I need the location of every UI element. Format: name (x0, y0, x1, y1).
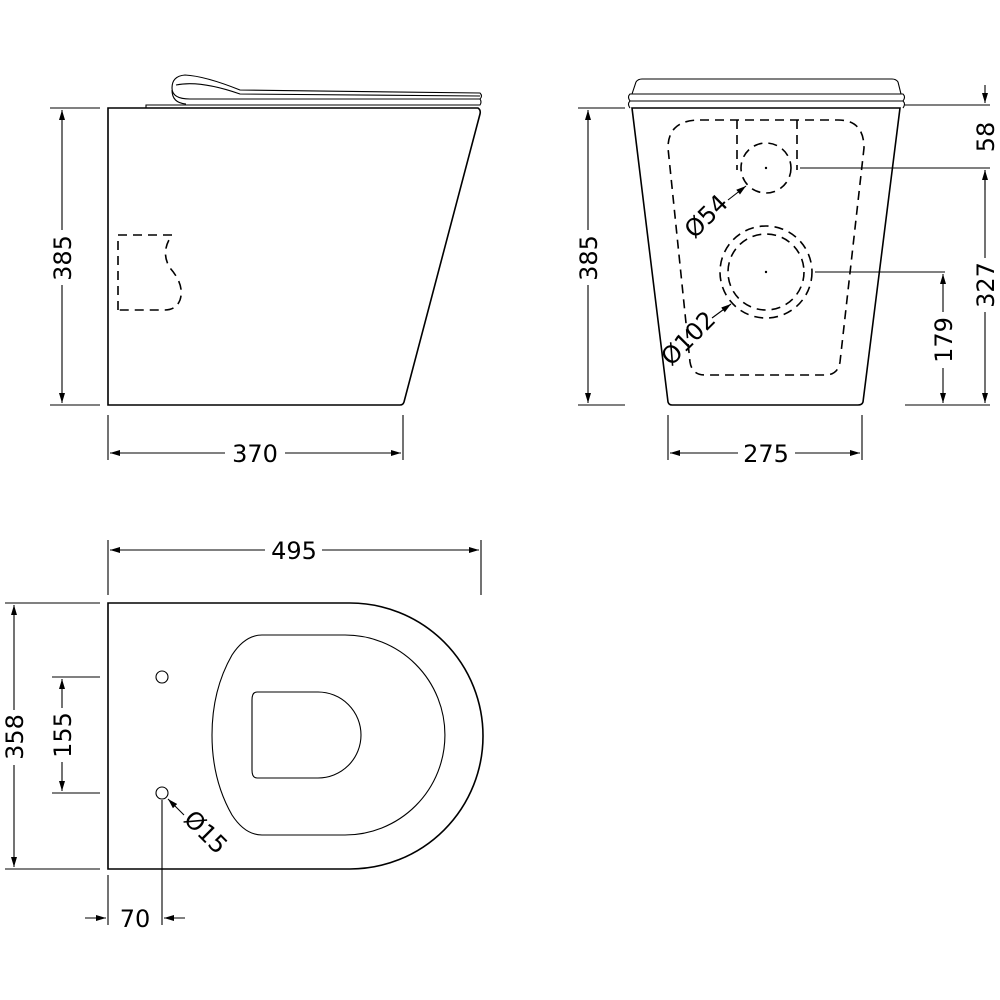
plan-width-dimension: 358 (1, 714, 29, 760)
front-inlet-diameter-label: Ø54 (679, 189, 734, 244)
plan-fixing-offset-dimension: 70 (120, 905, 151, 933)
side-hinge (171, 89, 187, 105)
side-body-outline (107, 107, 482, 406)
plan-seat-outline (211, 634, 446, 836)
fixing-hole-bottom (155, 786, 169, 800)
fixing-hole-top (155, 670, 169, 684)
front-waste-diameter-label: Ø102 (656, 306, 722, 372)
front-body-outline (631, 107, 901, 406)
front-waste-height-dimension: 179 (930, 317, 958, 363)
plan-view: 495 358 155 70 Ø15 (1, 537, 484, 933)
front-waste-outer-circle (719, 225, 813, 319)
side-view: 385 370 (49, 74, 483, 468)
plan-fixing-hole-label: Ø15 (178, 805, 233, 860)
side-depth-dimension: 370 (232, 440, 278, 468)
front-height-dimension: 385 (575, 235, 603, 281)
front-width-dimension: 275 (743, 440, 789, 468)
plan-fixing-spacing-dimension: 155 (49, 712, 77, 758)
front-inlet-circle (740, 142, 792, 194)
side-seat (145, 74, 483, 108)
side-waste-cutout (117, 234, 183, 311)
plan-length-dimension: 495 (271, 537, 317, 565)
front-top-to-inlet-dimension: 58 (972, 122, 1000, 153)
front-waste-inner-circle (727, 233, 805, 311)
plan-body-outline (107, 602, 484, 870)
front-concealed-frame (667, 119, 865, 376)
front-seat (627, 78, 906, 109)
front-inlet-height-dimension: 327 (972, 262, 1000, 308)
side-height-dimension: 385 (49, 235, 77, 281)
plan-bowl-opening (251, 691, 362, 779)
front-view: Ø54 Ø102 385 275 58 327 179 (575, 78, 1000, 468)
